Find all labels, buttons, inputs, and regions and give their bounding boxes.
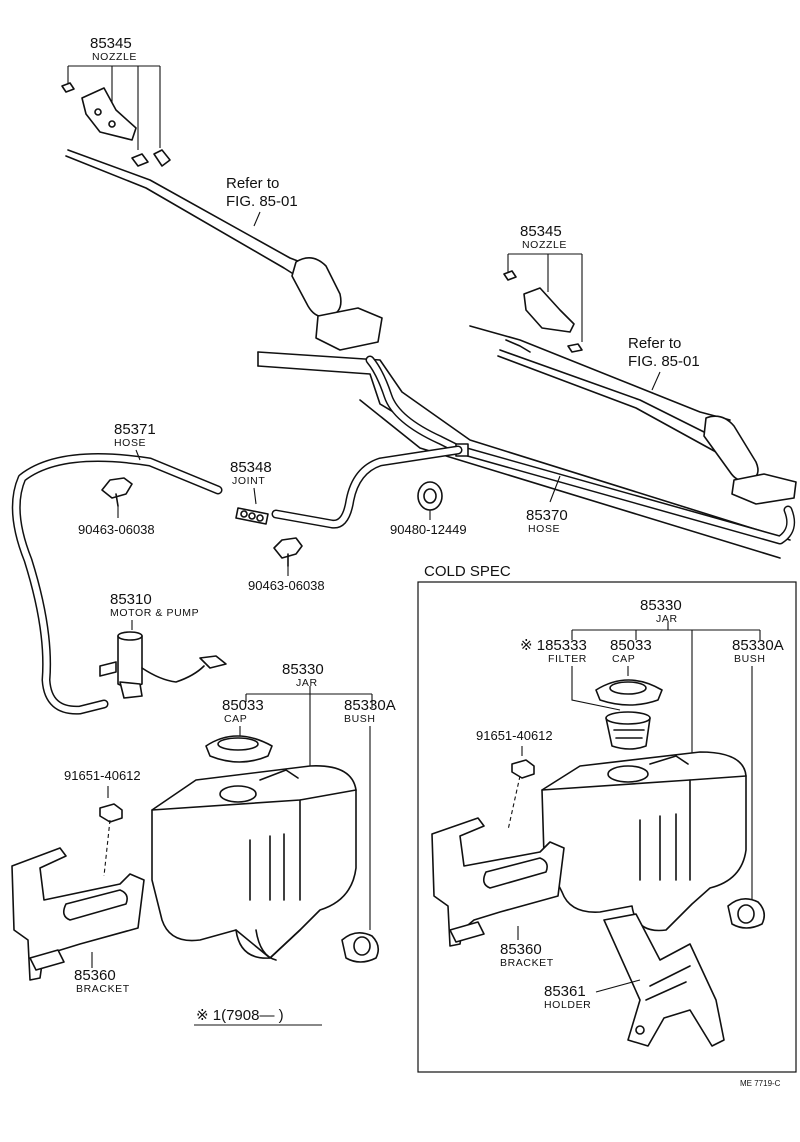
left-refer-line2: FIG. 85-01 (226, 193, 298, 210)
cold-bracket-label: BRACKET (500, 957, 554, 969)
right-wiper-arm: Refer to FIG. 85-01 (469, 325, 797, 505)
cold-bush-part-no: 85330A (732, 637, 784, 654)
joint-part-no: 85348 (230, 459, 272, 476)
left-nozzle-clip-a (131, 153, 149, 167)
right-nozzle-part-no: 85345 (520, 223, 562, 240)
cold-cap-label: CAP (612, 653, 635, 665)
clip-90463-a: 90463-06038 (78, 477, 155, 537)
hose-85370-label: HOSE (528, 523, 560, 535)
joint-85348: 85348 JOINT (230, 459, 272, 525)
right-nozzle-body (523, 287, 575, 333)
right-nozzle-group: 85345 NOZZLE (503, 223, 583, 353)
motor-part-no: 85310 (110, 591, 152, 608)
right-refer-line1: Refer to (628, 335, 681, 352)
left-nozzle-group: 85345 NOZZLE (61, 35, 171, 167)
grommet-90480: 90480-12449 (390, 481, 467, 537)
bracket-left: 85360 BRACKET (11, 847, 145, 995)
cold-filter-part-no: ※ 185333 (520, 637, 587, 654)
left-nozzle-screw (61, 82, 75, 93)
cold-bracket-part-no: 85360 (500, 941, 542, 958)
cold-jar-body (541, 751, 747, 932)
cold-filter-label: FILTER (548, 653, 587, 665)
right-nozzle-clip (567, 343, 583, 353)
left-wiper-arm: Refer to FIG. 85-01 (65, 149, 383, 351)
right-nozzle-label: NOZZLE (522, 239, 567, 251)
main-jar-group: 85330 JAR 85033 CAP 85330A BUSH (151, 661, 396, 963)
cold-bush-label: BUSH (734, 653, 766, 665)
clip-a-part-no: 90463-06038 (78, 522, 155, 537)
hose-85371-part-no: 85371 (114, 421, 156, 438)
cold-spec-title: COLD SPEC (424, 563, 511, 580)
cold-holder-body (603, 913, 725, 1047)
cap-part-no: 85033 (222, 697, 264, 714)
left-nozzle-leaders (67, 65, 161, 150)
right-nozzle-leaders (507, 253, 583, 342)
bolt-part-no: 91651-40612 (64, 768, 141, 783)
cap-label: CAP (224, 713, 247, 725)
figure-code: ME 7719-C (740, 1079, 781, 1088)
joint-label: JOINT (232, 475, 265, 487)
bracket-label: BRACKET (76, 983, 130, 995)
jar-part-no: 85330 (282, 661, 324, 678)
bracket-part-no: 85360 (74, 967, 116, 984)
left-nozzle-clip-b (153, 149, 171, 167)
cold-cap-part-no: 85033 (610, 637, 652, 654)
cold-spec-box (417, 581, 797, 1073)
hose-85370: 85370 HOSE (365, 355, 796, 545)
left-nozzle-part-no: 85345 (90, 35, 132, 52)
left-nozzle-body (81, 87, 137, 141)
bush-part-no: 85330A (344, 697, 396, 714)
bolt-left: 91651-40612 (64, 768, 141, 877)
left-refer-line1: Refer to (226, 175, 279, 192)
clip-90463-b: 90463-06038 (248, 537, 325, 593)
right-nozzle-screw (503, 270, 517, 281)
cold-jar-label: JAR (656, 613, 678, 625)
cold-bracket-body (431, 817, 565, 947)
footnote: ※ 1(7908— ) (196, 1007, 284, 1024)
motor-pump-85310: 85310 MOTOR & PUMP (99, 591, 227, 699)
right-refer-line2: FIG. 85-01 (628, 353, 700, 370)
grommet-part-no: 90480-12449 (390, 522, 467, 537)
hose-85371-label: HOSE (114, 437, 146, 449)
bush-label: BUSH (344, 713, 376, 725)
cold-jar-part-no: 85330 (640, 597, 682, 614)
hose-85370-part-no: 85370 (526, 507, 568, 524)
clip-b-part-no: 90463-06038 (248, 578, 325, 593)
jar-label: JAR (296, 677, 318, 689)
hose-85371: 85371 HOSE (11, 421, 463, 715)
cold-holder-part-no: 85361 (544, 983, 586, 1000)
cold-bolt-part-no: 91651-40612 (476, 728, 553, 743)
cold-spec-section: COLD SPEC 85330 JAR ※ 185333 FILTER 8503… (417, 563, 797, 1073)
left-nozzle-label: NOZZLE (92, 51, 137, 63)
cold-holder-label: HOLDER (544, 999, 591, 1011)
motor-label: MOTOR & PUMP (110, 607, 199, 619)
